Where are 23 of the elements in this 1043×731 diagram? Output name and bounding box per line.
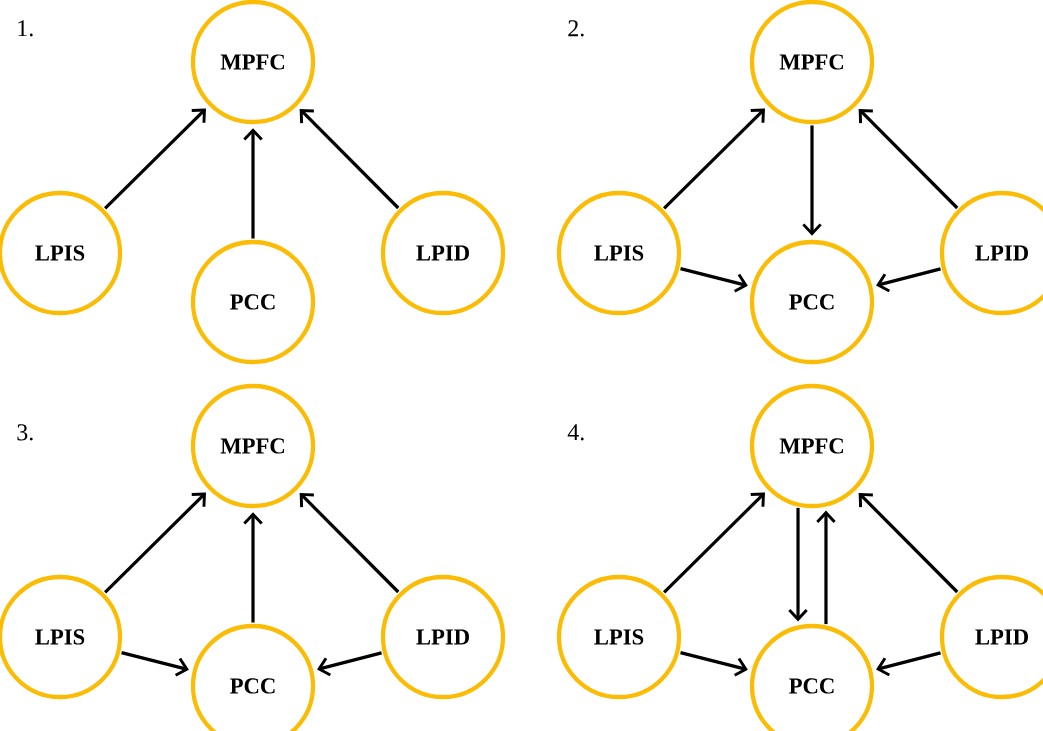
arrow xyxy=(816,510,836,625)
arrow xyxy=(802,125,822,236)
arrow xyxy=(788,507,808,622)
arrow xyxy=(680,651,748,677)
arrow xyxy=(299,492,400,594)
arrow xyxy=(104,108,206,210)
arrow xyxy=(680,267,748,293)
arrow xyxy=(121,651,189,677)
panel-number: 1. xyxy=(18,20,33,37)
arrow xyxy=(858,108,959,210)
arrow xyxy=(243,128,263,239)
arrow xyxy=(317,651,382,677)
arrow xyxy=(876,267,941,293)
arrow xyxy=(299,108,400,210)
arrow xyxy=(663,108,765,210)
arrow xyxy=(663,492,765,594)
panel-number: 4. xyxy=(567,424,584,441)
arrow xyxy=(876,651,941,677)
arrow xyxy=(858,492,959,594)
arrow xyxy=(104,492,206,594)
arrow xyxy=(243,512,263,623)
panel-number: 3. xyxy=(17,424,33,441)
panel-number: 2. xyxy=(568,20,584,37)
